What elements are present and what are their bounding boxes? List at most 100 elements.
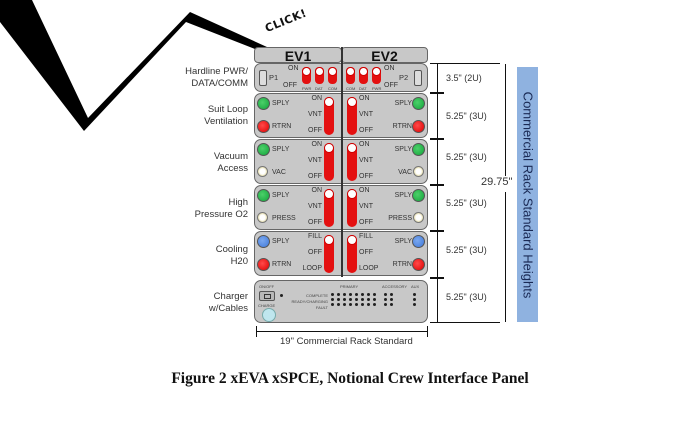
ev2-cooling-pos2-label: OFF <box>359 249 373 256</box>
charger-status-ready: READY/CHARGING <box>291 299 328 304</box>
ev1-vacuum-pos1-label: ON <box>311 141 323 148</box>
ev2-vacuum-pos1-label: ON <box>359 141 370 148</box>
ev1-dat-switch-label: DAT <box>315 86 323 91</box>
charger-status-led <box>355 293 358 296</box>
ev2-dat-switch[interactable] <box>359 67 368 84</box>
width-dimension-right-tick <box>427 326 428 337</box>
port-p2-label: P2 <box>399 73 409 82</box>
ev2-pwr-switch-label: PWR <box>372 86 382 91</box>
ev2-high-pressure-bottom-label: PRESS <box>388 215 412 222</box>
charger-status-led <box>413 293 416 296</box>
dimension-cooling: 5.25" (3U) <box>446 245 487 255</box>
ev2-suit-loop-rtrn-indicator <box>412 120 425 133</box>
ev2-dat-switch-label: DAT <box>359 86 367 91</box>
ev2-hardline-on-label: ON <box>384 65 395 72</box>
row-label-vacuum: Vacuum Access <box>213 151 248 174</box>
charger-onoff-label: ON/OFF <box>259 284 275 289</box>
ev2-com-switch[interactable] <box>346 67 355 84</box>
charger-status-led <box>337 303 340 306</box>
total-height-label: 29.75" <box>481 176 513 188</box>
dimension-charger: 5.25" (3U) <box>446 292 487 302</box>
ev1-dat-switch[interactable] <box>315 67 324 84</box>
dimension-suit-loop: 5.25" (3U) <box>446 111 487 121</box>
ev1-com-switch-label: COM <box>328 86 338 91</box>
charger-status-led <box>367 303 370 306</box>
ev1-cooling-supply-label: SPLY <box>272 238 290 245</box>
dimension-bottom-line <box>430 322 500 323</box>
charger-status-led <box>331 293 334 296</box>
ev2-hardline-off-label: OFF <box>384 82 398 89</box>
dimension-tick <box>430 184 444 186</box>
dimension-tick <box>430 92 444 94</box>
ev1-pwr-switch[interactable] <box>302 67 311 84</box>
ev2-cooling-toggle-switch[interactable] <box>347 235 357 273</box>
ev1-cooling-pos3-label: LOOP <box>302 265 322 272</box>
charger-charge-button[interactable] <box>262 308 276 322</box>
ev2-high-pressure-pos3-label: OFF <box>359 219 373 226</box>
ev1-high-pressure-pos1-label: ON <box>311 187 323 194</box>
ev2-pwr-switch[interactable] <box>372 67 381 84</box>
charger-status-led <box>349 293 352 296</box>
charger-status-led <box>343 298 346 301</box>
ev1-cooling-pos1-label: FILL <box>307 233 322 240</box>
ev1-high-pressure-supply-indicator <box>257 189 270 202</box>
charger-onoff-button[interactable] <box>259 291 275 301</box>
ev1-suit-loop-pos3-label: OFF <box>308 127 322 134</box>
ev1-cooling-rtrn-indicator <box>257 258 270 271</box>
ev1-vacuum-vac-indicator <box>257 166 268 177</box>
ev1-high-pressure-toggle-switch[interactable] <box>324 189 334 227</box>
charger-status-led <box>367 293 370 296</box>
dimension-high-pressure: 5.25" (3U) <box>446 198 487 208</box>
row-label-hardline: Hardline PWR/ DATA/COMM <box>185 66 248 89</box>
ev1-cooling-bottom-label: RTRN <box>272 261 292 268</box>
ev1-cooling-toggle-switch[interactable] <box>324 235 334 273</box>
charger-status-led <box>349 303 352 306</box>
ev1-com-switch[interactable] <box>328 67 337 84</box>
dimension-tick <box>430 230 444 232</box>
ev1-suit-loop-bottom-label: RTRN <box>272 123 292 130</box>
ev2-vacuum-toggle-switch[interactable] <box>347 143 357 181</box>
toggle-knob <box>324 189 334 199</box>
charger-status-led <box>361 303 364 306</box>
charger-status-led <box>367 298 370 301</box>
charger-status-led <box>390 303 393 306</box>
ev1-suit-loop-toggle-switch[interactable] <box>324 97 334 135</box>
ev1-vacuum-pos2-label: VNT <box>308 157 322 164</box>
charger-primary-leds <box>331 293 376 306</box>
ev1-vacuum-bottom-label: VAC <box>272 169 286 176</box>
ev1-vacuum-supply-label: SPLY <box>272 146 290 153</box>
ev1-suit-loop-supply-label: SPLY <box>272 100 290 107</box>
ev2-suit-loop-pos3-label: OFF <box>359 127 373 134</box>
ev2-suit-loop-bottom-label: RTRN <box>392 123 412 130</box>
toggle-knob <box>347 189 357 199</box>
dimension-top-line <box>430 63 500 64</box>
charger-status-led <box>343 303 346 306</box>
ev2-high-pressure-supply-label: SPLY <box>394 192 412 199</box>
charger-status-led <box>390 298 393 301</box>
toggle-knob <box>347 97 357 107</box>
charger-group-accessory: ACCESSORY <box>382 284 408 289</box>
ev2-suit-loop-toggle-switch[interactable] <box>347 97 357 135</box>
port-p1-label: P1 <box>269 73 279 82</box>
ev1-pwr-switch-label: PWR <box>302 86 312 91</box>
ev2-suit-loop-supply-indicator <box>412 97 425 110</box>
charger-status-led <box>384 298 387 301</box>
ev1-hardline-off-label: OFF <box>283 82 297 89</box>
charger-status-led <box>343 293 346 296</box>
total-height-line-upper <box>505 64 506 176</box>
figure-caption: Figure 2 xEVA xSPCE, Notional Crew Inter… <box>171 370 529 387</box>
ev1-suit-loop-pos1-label: ON <box>311 95 323 102</box>
ev2-high-pressure-toggle-switch[interactable] <box>347 189 357 227</box>
ev2-cooling-rtrn-indicator <box>412 258 425 271</box>
toggle-knob <box>324 97 334 107</box>
charger-status-led <box>384 293 387 296</box>
width-dimension-label: 19" Commercial Rack Standard <box>280 336 413 347</box>
ev2-cooling-bottom-label: RTRN <box>392 261 412 268</box>
column-header-ev2: EV2 <box>341 47 428 64</box>
ev1-vacuum-toggle-switch[interactable] <box>324 143 334 181</box>
port-p1-icon[interactable] <box>259 70 267 86</box>
port-p2-icon[interactable] <box>414 70 422 86</box>
ev2-high-pressure-pos1-label: ON <box>359 187 370 194</box>
width-dimension-line <box>256 331 428 332</box>
